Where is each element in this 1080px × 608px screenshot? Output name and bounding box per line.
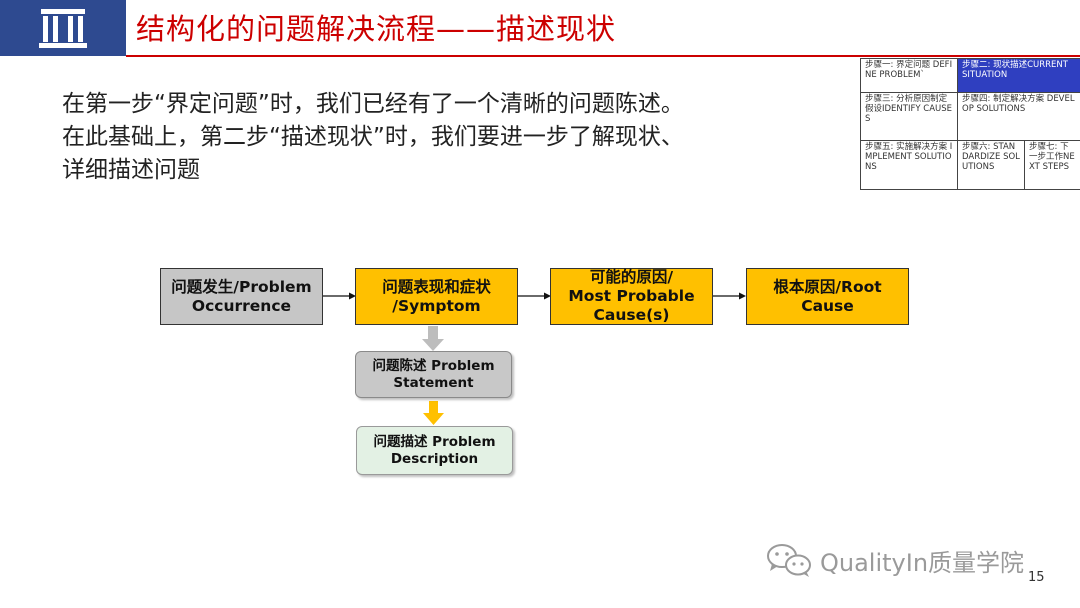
page-title: 结构化的问题解决流程——描述现状 (136, 12, 617, 46)
flow-box-text: Most Probable (568, 287, 695, 305)
step-cell-3: 步骤三: 分析原因制定假设IDENTIFY CAUSES (860, 91, 958, 142)
flow-box-symptom: 问题表现和症状 /Symptom (355, 268, 518, 325)
slide-header: 结构化的问题解决流程——描述现状 (0, 0, 1080, 57)
flow-box-text: Cause(s) (593, 306, 670, 324)
intro-line: 在此基础上，第二步“描述现状”时，我们要进一步了解现状、 (62, 124, 684, 150)
flow-box-text: 问题发生/Problem (171, 277, 312, 296)
step-cell-2-current: 步骤二: 现状描述CURRENT SITUATION (956, 58, 1080, 93)
arrow-down-gray-icon (422, 326, 444, 351)
intro-paragraph: 在第一步“界定问题”时，我们已经有了一个清晰的问题陈述。 在此基础上，第二步“描… (62, 88, 842, 187)
building-logo-icon (39, 9, 87, 48)
steps-row: 步骤三: 分析原因制定假设IDENTIFY CAUSES 步骤四: 制定解决方案… (860, 91, 1080, 142)
steps-row: 步骤一: 界定问题 DEFINE PROBLEM` 步骤二: 现状描述CURRE… (860, 58, 1080, 93)
flow-box-text: Cause (801, 296, 854, 315)
step-cell-6: 步骤六: STANDARDIZE SOLUTIONS (957, 140, 1025, 190)
footer-brand: QualityIn质量学院 (764, 540, 1024, 580)
intro-line: 详细描述问题 (62, 157, 200, 183)
intro-line: 在第一步“界定问题”时，我们已经有了一个清晰的问题陈述。 (62, 91, 684, 117)
step-cell-7: 步骤七: 下一步工作NEXT STEPS (1023, 140, 1080, 190)
statement-cn: 问题陈述 (372, 357, 427, 374)
arrow-right-icon (518, 292, 551, 300)
flow-box-text: Occurrence (191, 296, 292, 315)
page-number: 15 (1028, 570, 1045, 585)
problem-description-box: 问题描述 Problem Description (356, 426, 513, 475)
arrow-right-icon (713, 292, 746, 300)
flow-box-text: 可能的原因/ (589, 268, 674, 286)
flow-box-text: 根本原因/Root (773, 277, 882, 296)
description-cn: 问题描述 (373, 433, 428, 450)
steps-table: 步骤一: 界定问题 DEFINE PROBLEM` 步骤二: 现状描述CURRE… (860, 58, 1080, 190)
arrow-right-icon (323, 292, 356, 300)
flow-box-text: /Symptom (392, 296, 481, 315)
flow-box-text: 问题表现和症状 (382, 277, 491, 296)
footer-brand-text: QualityIn质量学院 (820, 548, 1025, 577)
flow-box-root-cause: 根本原因/Root Cause (746, 268, 909, 325)
arrow-down-gold-icon (423, 401, 444, 425)
step-cell-1: 步骤一: 界定问题 DEFINE PROBLEM` (860, 58, 958, 93)
flow-box-probable-cause: 可能的原因/ Most Probable Cause(s) (550, 268, 713, 325)
step-cell-5: 步骤五: 实施解决方案 IMPLEMENT SOLUTIONS (860, 140, 958, 190)
step-cell-4: 步骤四: 制定解决方案 DEVELOP SOLUTIONS (956, 91, 1080, 142)
problem-statement-box: 问题陈述 Problem Statement (355, 351, 512, 398)
steps-row: 步骤五: 实施解决方案 IMPLEMENT SOLUTIONS 步骤六: STA… (860, 140, 1080, 190)
wechat-icon (767, 544, 811, 577)
description-en: Problem Description (390, 433, 496, 467)
statement-en: Problem Statement (393, 357, 495, 391)
flow-box-problem-occurrence: 问题发生/Problem Occurrence (160, 268, 323, 325)
header-divider (126, 55, 1080, 57)
logo (0, 0, 126, 56)
